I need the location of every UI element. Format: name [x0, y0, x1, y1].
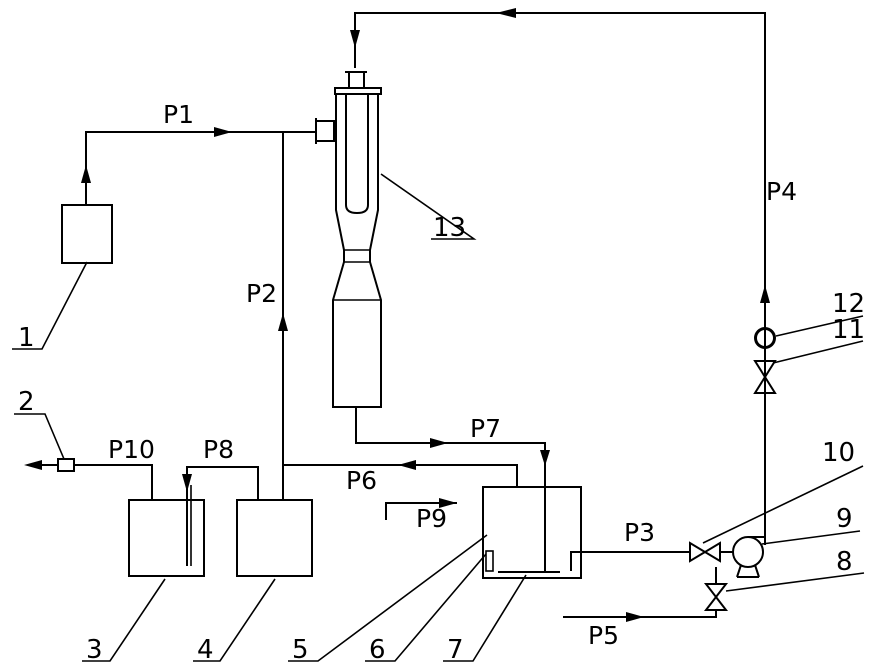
- tank-4: [236, 499, 313, 577]
- component-label-13: 13: [433, 213, 466, 243]
- component-label-3: 3: [86, 635, 103, 665]
- component-label-10: 10: [822, 438, 855, 468]
- leader-lines: [12, 173, 865, 662]
- component-label-12: 12: [832, 289, 865, 319]
- component-label-2: 2: [18, 387, 35, 417]
- pipe-p2: [278, 132, 288, 500]
- pipe-label-p5: P5: [588, 621, 619, 650]
- pipe-label-p9: P9: [416, 504, 447, 533]
- pipe-p6: [283, 460, 518, 487]
- component-label-5: 5: [292, 635, 309, 665]
- component-label-4: 4: [197, 635, 214, 665]
- pipe-label-p7: P7: [470, 414, 501, 443]
- valve-8: [703, 583, 729, 611]
- pipe-label-p1: P1: [163, 100, 194, 129]
- pipe-p8: [182, 466, 259, 566]
- pipe-p4: [350, 8, 770, 545]
- component-label-11: 11: [832, 315, 865, 345]
- component-label-9: 9: [836, 504, 853, 534]
- pipe-p1: [81, 127, 316, 205]
- pipe-p10: [24, 458, 153, 500]
- component-label-7: 7: [447, 635, 464, 665]
- pump-9: [732, 536, 765, 578]
- pipe-label-p2: P2: [246, 279, 277, 308]
- filter-2: [57, 458, 75, 472]
- pipe-label-p10: P10: [108, 435, 155, 464]
- tank-1: [61, 204, 113, 264]
- pipe-p5: [563, 567, 717, 622]
- pipe-label-p4: P4: [766, 177, 797, 206]
- mixing-vessel: [482, 470, 690, 579]
- component-label-8: 8: [836, 547, 853, 577]
- pipe-p7: [355, 407, 550, 470]
- tank-3: [128, 499, 205, 577]
- baffle-6: [485, 550, 494, 572]
- valve-10: [689, 541, 734, 563]
- pipe-label-p8: P8: [203, 435, 234, 464]
- component-label-6: 6: [369, 635, 386, 665]
- component-label-1: 1: [18, 323, 35, 353]
- pipe-label-p6: P6: [346, 466, 377, 495]
- pipe-label-p3: P3: [624, 518, 655, 547]
- cyclone-separator: [315, 71, 382, 408]
- pipe-p9: [385, 498, 457, 520]
